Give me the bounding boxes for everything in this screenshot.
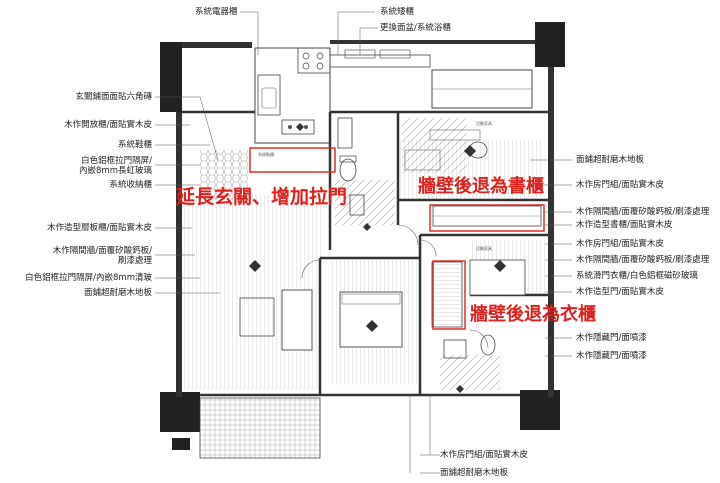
label-right-1: 木作房門組/面貼實木皮 [576, 180, 664, 190]
note-bed2: 活動家具 [476, 246, 492, 251]
label-right-3: 木作造型書櫃/面貼實木皮 [576, 220, 673, 230]
label-left-6: 木作隔間牆/面覆矽酸鈣板/ 刷漆處理 [52, 246, 152, 266]
leader-lines-top [240, 11, 378, 55]
label-left-7: 白色鋁框拉門隔屏/內嵌8mm清玻 [25, 273, 152, 283]
label-bathroom-cabinet: 更換面盆/系統浴櫃 [380, 23, 451, 33]
label-left-8: 面鋪超耐磨木地板 [83, 288, 152, 298]
label-system-shoe-top: 系統矮櫃 [380, 7, 415, 17]
label-left-2: 系統鞋櫃 [117, 140, 152, 150]
leader-lines-bottom [409, 395, 440, 474]
label-system-cabinet: 系統電器櫃 [195, 7, 238, 17]
label-left-4: 系統收納櫃 [109, 180, 152, 190]
label-bottom-0: 木作房門組/面貼實木皮 [440, 450, 528, 460]
bath3-floor [440, 355, 500, 390]
label-left-5: 木作造型層板櫃/面貼實木皮 [47, 223, 152, 233]
label-right-6: 系統滑門衣櫃/白色鋁框磁砂玻璃 [576, 271, 698, 281]
entry-hex-tiles [200, 150, 248, 200]
annotation-wall-closet: 牆壁後退為衣櫃 [470, 304, 596, 325]
bath2-floor [335, 180, 395, 225]
balcony-bottom [199, 397, 321, 459]
annotation-wall-study: 牆壁後退為書櫃 [418, 176, 544, 197]
wardrobe [431, 261, 463, 328]
leader-lines-left [155, 96, 220, 294]
note-shoe: 系統鞋櫃 [258, 152, 274, 157]
label-right-7: 木作造型門/面貼實木皮 [576, 287, 664, 297]
leader-lines-right [530, 159, 572, 357]
label-bottom-1: 面鋪超耐磨木地板 [440, 468, 509, 478]
outer-walls [160, 22, 565, 432]
note-bed1: 活動家具 [476, 121, 492, 126]
highlight-wardrobe-box [432, 260, 466, 330]
label-right-0: 面鋪超耐磨木地板 [576, 155, 645, 165]
floor-markers [249, 123, 506, 393]
label-right-4: 木作房門組/面貼實木皮 [576, 239, 664, 249]
label-left-1: 木作開放櫃/面貼實木皮 [64, 120, 152, 130]
highlight-bookshelf-box [429, 204, 545, 232]
door-swings [301, 224, 489, 349]
label-right-5: 木作隔間牆/面覆矽酸鈣板/刷漆處理 [576, 255, 710, 265]
red-highlight-boxes [249, 147, 545, 330]
label-right-2: 木作隔間牆/面覆矽酸鈣板/刷漆處理 [576, 207, 710, 217]
label-right-8: 木作隱藏門/面噴漆 [576, 333, 647, 343]
label-right-9: 木作隱藏門/面噴漆 [576, 351, 647, 361]
bath-floor [402, 118, 467, 173]
annotation-extend-entry: 延長玄關、增加拉門 [176, 186, 348, 208]
label-left-0: 玄關鋪面面貼六角磚 [75, 92, 152, 102]
label-left-3: 白色鋁框拉門隔屏/ 內嵌8mm長虹玻璃 [79, 156, 152, 176]
kitchen [254, 47, 431, 144]
highlight-entry-box [249, 147, 336, 173]
